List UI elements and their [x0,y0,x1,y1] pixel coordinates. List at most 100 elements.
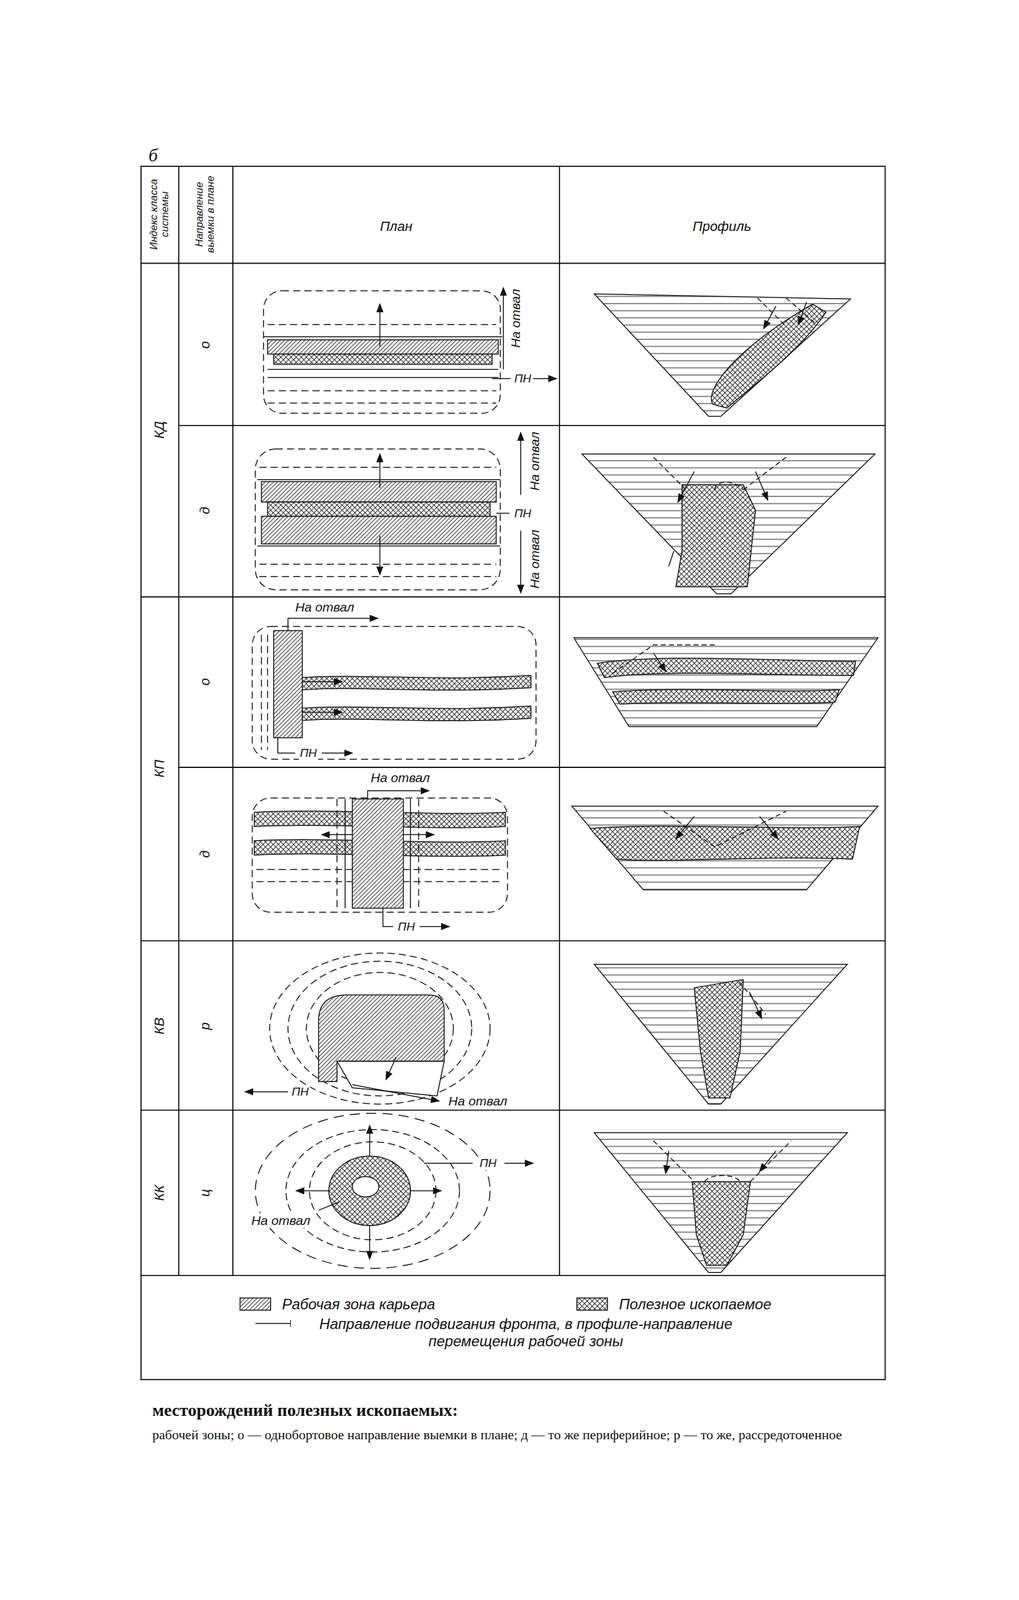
plan-kd-d-part [495,513,510,514]
profile-kv-r-part [594,964,848,1105]
profile-kv-r-part [694,980,744,1099]
class-index: КК [151,1184,167,1203]
plan-kd-d-part [261,481,496,503]
profile-kp-d-part [590,826,860,861]
column-header: Индекс класса системы [148,166,171,262]
profile-kp-d-part [675,816,695,840]
caption-body: рабочей зоны; о — однобортовое направлен… [150,1427,884,1443]
plan-kd-d-part [519,531,521,594]
plan-kv-r-part [352,1084,440,1102]
direction-code: о [197,340,213,350]
profile-kv-r-part [749,991,762,1019]
dump-label: На отвал [508,287,524,350]
plan-kv-r-part [336,1061,445,1097]
plan-kk-c [255,1113,533,1270]
plan-kp-o-part [321,752,353,754]
plan-kp-o-part [302,706,532,722]
front-label: ПН [290,1085,311,1100]
plan-kd-o-part [532,378,557,379]
plan-kp-d-part [251,798,508,914]
profile-kd-d-part [653,457,787,490]
plan-kp-d-part [403,834,435,836]
profile-kd-d-part [755,471,768,500]
direction-code: д [197,849,213,860]
class-index: КП [151,758,167,779]
profile-kp-o-part [612,645,715,674]
profile-kp-d-part [571,806,878,891]
hatch-swatch [240,1298,272,1312]
direction-code: о [197,677,213,687]
plan-kk-c-part [504,1163,533,1164]
dump-label: На отвал [250,1213,312,1229]
plan-kd-d-part [259,467,496,577]
dump-label: На отвал [447,1094,509,1109]
profile-kd-d-part [668,551,674,567]
legend-text: Рабочая зона карьера [280,1296,437,1314]
class-index: КВ [151,1016,167,1037]
plan-kp-o-part [261,635,268,751]
plan-kd-d [255,433,521,594]
crosshatch-swatch [576,1298,608,1312]
plan-kp-o-part [302,681,343,683]
plan-kv-r-part [245,1091,289,1093]
plan-kp-o [251,618,536,760]
column-header: Направление выемки в плане [194,166,217,262]
plan-kd-o [263,287,557,414]
column-header: План [378,218,415,235]
plan-kk-c-part [369,1126,370,1158]
profile-kk-c [594,1132,848,1273]
plan-kd-d-part [379,535,381,575]
panel-letter: б [147,144,159,167]
dump-label: На отвал [527,430,543,493]
plan-kd-o-part [267,340,498,355]
plan-kk-c-part [352,1176,379,1198]
front-label: ПН [513,507,533,521]
plan-kk-c-part [285,1129,460,1253]
profile-kd-o [594,293,851,417]
plan-kp-o-part [302,675,532,691]
profile-kk-c-part [692,1182,751,1267]
plan-kd-d-part [257,479,501,547]
plan-kd-o-part [379,304,381,348]
plan-kp-o-part [277,736,296,754]
plan-kk-c-part [423,1163,474,1164]
direction-code: ц [197,1188,213,1199]
profile-kd-d-part [582,454,876,594]
plan-kv-r-part [287,961,472,1097]
profile-kd-o-part [711,304,827,409]
plan-kk-c-part [296,1190,329,1192]
profile-kd-o-part [757,298,817,325]
plan-kd-o-part [492,378,511,379]
front-label: ПН [478,1157,498,1171]
profile-kk-c-part [594,1132,848,1273]
plan-kk-c-part [410,1190,442,1192]
plan-kk-c-part [369,1226,370,1260]
profile-kk-c-part [759,1151,777,1172]
plan-kd-o-part [263,336,503,378]
profile-kp-o [573,638,878,727]
profile-kp-d-part [663,811,787,848]
plan-kp-d-part [352,799,404,909]
table-grid-part [141,166,886,1276]
profile-kd-d [582,454,876,594]
plan-kp-d-part [383,908,394,928]
profile-kk-c-part [653,1140,792,1182]
dump-label: На отвал [527,528,543,591]
plan-kd-d-part [379,454,381,488]
plan-kd-d-part [255,449,501,591]
plan-kp-o-part [273,630,302,739]
profile-kp-o-part [612,690,840,705]
plan-kp-o-part [251,626,536,760]
profile-kp-o-part [653,653,666,672]
profile-kp-d-part [759,816,779,840]
dump-label: На отвал [293,600,356,615]
plan-kp-d-part [345,799,411,909]
legend-text: Полезное ископаемое [617,1296,773,1314]
direction-code: д [197,505,213,516]
plan-kd-d-part [267,502,490,517]
legend-text: Направление подвигания фронта, в профиле… [290,1316,762,1351]
plan-kk-c-part [328,1156,411,1227]
plan-kk-c-part [318,1202,339,1211]
